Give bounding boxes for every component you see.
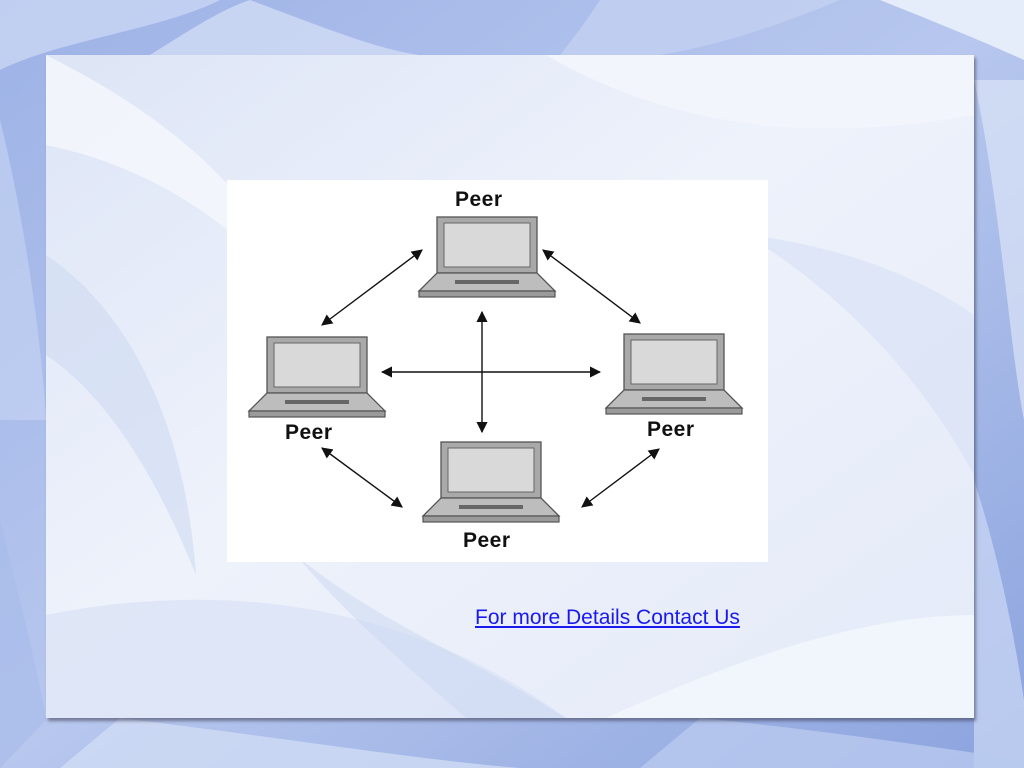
laptop-icon <box>604 333 744 415</box>
peer-node-top: Peer <box>417 188 557 298</box>
peer-node-right: Peer <box>604 333 744 441</box>
connection-arrow-left-bottom <box>321 447 403 508</box>
peer-label-right: Peer <box>647 418 695 441</box>
panel-background <box>46 55 974 718</box>
laptop-icon <box>247 336 387 418</box>
peer-label-left: Peer <box>285 421 333 444</box>
peer-label-bottom: Peer <box>463 529 511 552</box>
connection-arrow-top-left <box>321 249 423 326</box>
peer-node-bottom: Peer <box>421 441 561 552</box>
contact-us-link[interactable]: For more Details Contact Us <box>475 606 740 629</box>
laptop-icon <box>421 441 561 523</box>
connection-arrow-right-bottom <box>581 448 660 508</box>
peer-label-top: Peer <box>455 188 503 211</box>
laptop-icon <box>417 216 557 298</box>
connection-arrow-top-right <box>542 249 641 324</box>
peer-node-left: Peer <box>247 336 387 444</box>
